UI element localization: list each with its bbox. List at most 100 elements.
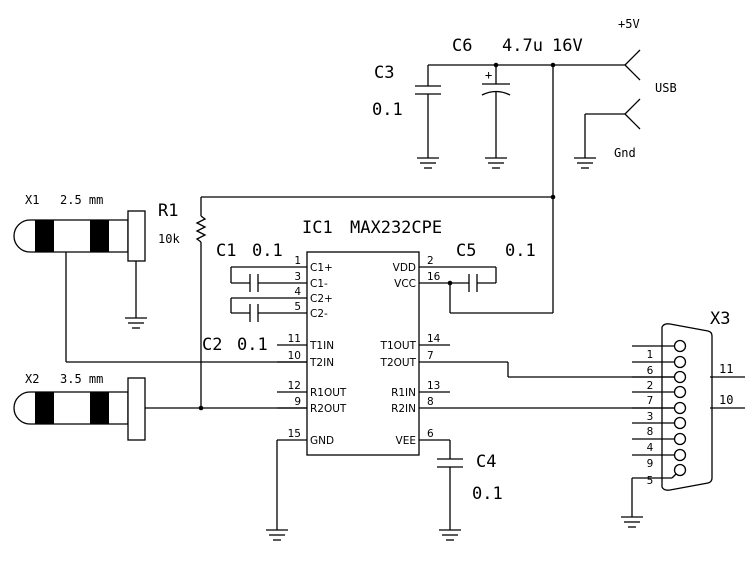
pin-number: 15 [288,428,301,440]
pin-number: 16 [427,271,441,283]
pin-number: 13 [427,380,440,392]
db9-connector-x3: X3 1 6 2 7 3 8 4 9 5 [621,309,730,528]
pin-name: VEE [396,435,416,447]
pin-number: 8 [427,396,434,408]
c1-ref: C1 [216,241,236,261]
c4-value: 0.1 [472,484,503,504]
capacitor-c6: + C6 4.7u 16V [452,36,583,158]
db9-pin: 6 [632,355,687,377]
jack-x1: X1 2.5 mm [13,193,307,363]
pin-number: 14 [427,333,441,345]
capacitor-c4: C4 0.1 [437,440,503,541]
pin-number: 6 [427,428,434,440]
ic1-ref: IC1 [302,218,333,238]
ic-pin: 1C1+ [277,255,333,274]
capacitor-c3: C3 0.1 [372,63,441,158]
ic1-part: MAX232CPE [350,218,442,238]
pin-name: C1+ [310,262,333,274]
db9-pin-number: 3 [647,411,654,423]
r1-ref: R1 [158,201,178,221]
db9-pin: 2 [632,370,687,392]
db9-pin-number: 5 [647,475,654,487]
db9-pin: 8 [632,416,687,438]
c3-ref: C3 [374,63,394,83]
net-label-10: 10 [719,393,733,407]
x1-size: 2.5 mm [60,193,103,207]
db9-pin-number: 9 [647,458,654,470]
pin-name: R2IN [391,403,416,415]
db9-pin: 4 [632,432,687,454]
pin-name: VCC [394,278,416,290]
pin-number: 11 [288,333,301,345]
db9-pins: 1 6 2 7 3 8 4 9 5 [632,339,687,487]
db9-pin-number: 8 [647,426,654,438]
net-label-11: 11 [719,362,733,376]
ic1-max232: IC1 MAX232CPE 1C1+3C1-4C2+5C2-11T1IN10T2… [266,218,450,541]
pin-number: 9 [294,396,301,408]
pin-name: GND [310,435,334,447]
pin-number: 3 [294,271,301,283]
pin-name: C2- [310,308,328,320]
db9-pin-number: 7 [647,395,654,407]
pin-number: 10 [288,350,301,362]
pin-name: C2+ [310,293,333,305]
c1-value: 0.1 [252,241,283,261]
ic-pin: 4C2+ [277,286,333,305]
capacitor-c2: C2 0.1 [202,297,277,355]
db9-pin-number: 4 [647,442,654,454]
resistor-r1: R1 10k [158,196,553,408]
pin-name: T1OUT [380,340,417,352]
db9-pin: 7 [632,385,687,407]
ground-symbol [574,157,596,169]
db9-pin: 5 [632,463,687,487]
pin-name: T2OUT [380,357,417,369]
pin-number: 1 [294,255,301,267]
db9-pin: 3 [632,401,687,423]
ic-left-pins: 1C1+3C1-4C2+5C2-11T1IN10T2IN12R1OUT9R2OU… [277,255,347,447]
pin-name: T2IN [309,357,334,369]
c2-ref: C2 [202,335,222,355]
capacitor-c5: C5 0.1 [447,241,553,314]
db9-pin: 1 [632,339,687,361]
pin-name: R1IN [391,387,416,399]
x1-ref: X1 [25,193,39,207]
db9-pin: 9 [632,448,687,470]
ic-pin: 3C1- [277,271,328,290]
x2-size: 3.5 mm [60,372,103,386]
c2-value: 0.1 [237,335,268,355]
signal-wires: 11 10 [450,361,745,409]
pin-number: 4 [294,286,301,298]
plus5v-label: +5V [618,17,640,31]
power-rail [427,62,625,313]
pin-number: 12 [288,380,301,392]
db9-pin-number: 2 [647,380,654,392]
c6-polarity: + [485,68,492,82]
pin-name: VDD [393,262,416,274]
pin-number: 7 [427,350,434,362]
db9-pin-number: 6 [647,365,654,377]
ic-pin: 5C2- [277,301,328,320]
c6-value: 4.7u [502,36,543,56]
c6-voltage: 16V [552,36,583,56]
usb-label: USB [655,81,677,95]
pin-name: R1OUT [310,387,347,399]
pin-name: T1IN [309,340,334,352]
usb-connector: +5V USB Gnd [584,17,677,160]
c4-ref: C4 [476,452,496,472]
r1-value: 10k [158,232,180,246]
ground-symbol [417,157,439,169]
pin-number: 5 [294,301,301,313]
x3-ref: X3 [710,309,730,329]
